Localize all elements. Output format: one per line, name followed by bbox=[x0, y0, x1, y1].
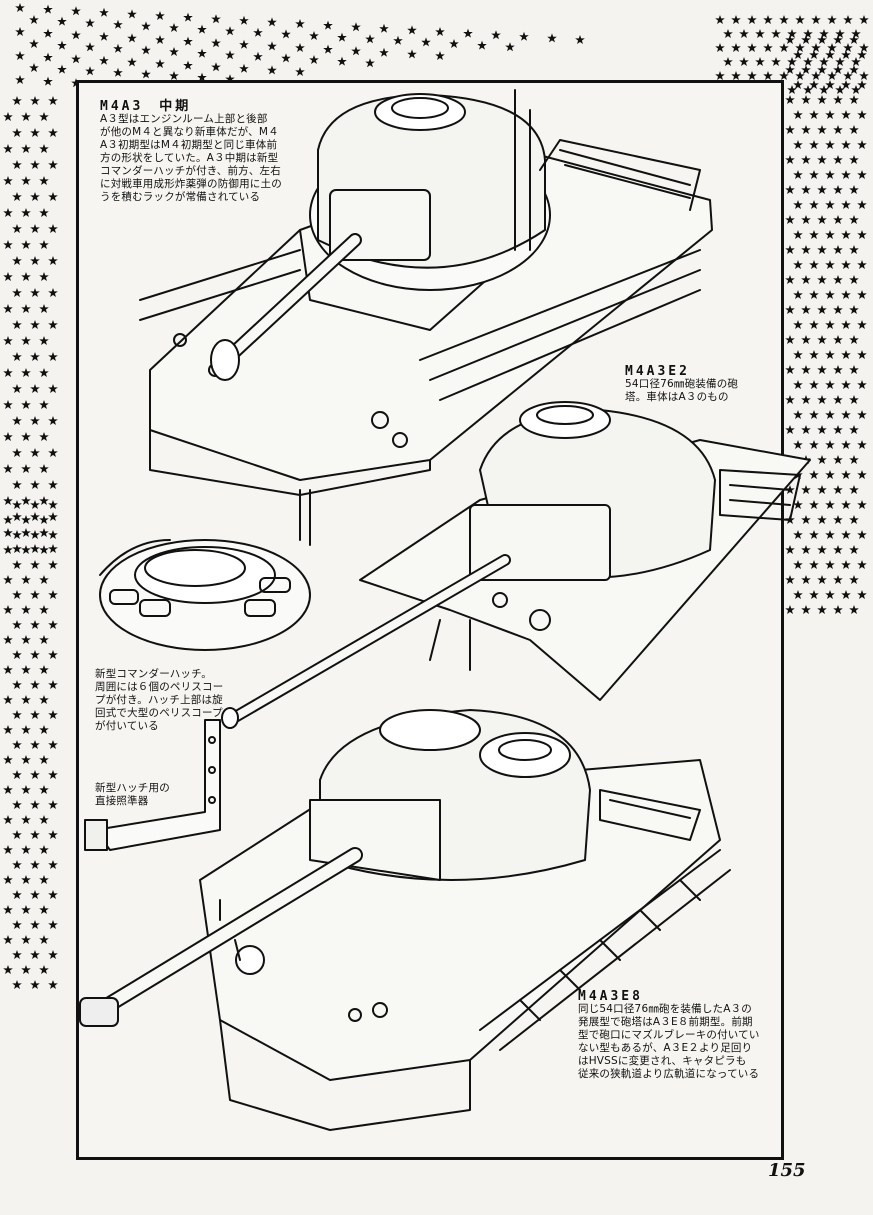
sight-line: 新型ハッチ用の bbox=[95, 782, 170, 794]
m4a3e8-line: 型で砲口にマズルブレーキの付いてい bbox=[578, 1029, 760, 1041]
sight-line: 直接照準器 bbox=[95, 795, 149, 807]
m4a3e8-caption: M4A3E8 同じ54口径76㎜砲を装備したA３の 発展型で砲塔はA３E８前期型… bbox=[578, 990, 778, 1081]
m4a3e2-tank-drawing bbox=[221, 401, 811, 729]
hatch-caption: 新型コマンダーハッチ。 周囲には６個のペリスコー プが付き。ハッチ上部は旋 回式… bbox=[95, 668, 245, 733]
m4a3e8-line: 同じ54口径76㎜砲を装備したA３の bbox=[578, 1003, 753, 1015]
m4a3e8-title: M4A3E8 bbox=[578, 989, 643, 1004]
m4a3-line: A３初期型はM４初期型と同じ車体前 bbox=[100, 139, 278, 151]
m4a3e2-caption: M4A3E2 54口径76㎜砲装備の砲 塔。車体はA３のもの bbox=[625, 365, 775, 404]
m4a3-line: が他のM４と異なり新車体だが、M４ bbox=[100, 126, 279, 138]
hatch-line: 周囲には６個のペリスコー bbox=[95, 681, 224, 693]
hatch-line: 新型コマンダーハッチ。 bbox=[95, 668, 212, 680]
m4a3e8-tank-drawing bbox=[79, 709, 731, 1131]
m4a3-tank-drawing bbox=[139, 89, 713, 546]
hatch-line: プが付き。ハッチ上部は旋 bbox=[95, 694, 223, 706]
m4a3-line: コマンダーハッチが付き、前方、左右 bbox=[100, 165, 281, 177]
m4a3e8-line: ない型もあるが、A３E２より足回り bbox=[578, 1042, 753, 1054]
m4a3-line: うを積むラックが常備されている bbox=[100, 191, 261, 203]
direct-sight-drawing bbox=[84, 719, 221, 851]
m4a3e2-line: 塔。車体はA３のもの bbox=[625, 391, 729, 403]
sight-caption: 新型ハッチ用の 直接照準器 bbox=[95, 782, 205, 808]
m4a3e2-line: 54口径76㎜砲装備の砲 bbox=[625, 378, 739, 390]
m4a3e2-title: M4A3E2 bbox=[625, 364, 690, 379]
m4a3-caption: M4A3 中期 A３型はエンジンルーム上部と後部 が他のM４と異なり新車体だが、… bbox=[100, 100, 290, 204]
page-number: 155 bbox=[768, 1160, 806, 1181]
m4a3-line: に対戦車用成形炸薬弾の防御用に土の bbox=[100, 178, 282, 190]
m4a3e8-line: 従来の狭軌道より広軌道になっている bbox=[578, 1068, 760, 1080]
hatch-line: が付いている bbox=[95, 720, 159, 732]
m4a3-line: A３型はエンジンルーム上部と後部 bbox=[100, 113, 268, 125]
hatch-line: 回式で大型のペリスコープ bbox=[95, 707, 223, 719]
m4a3e8-line: はHVSSに変更され、キャタピラも bbox=[578, 1055, 747, 1067]
m4a3e8-line: 発展型で砲塔はA３E８前期型。前期 bbox=[578, 1016, 753, 1028]
m4a3-title: M4A3 中期 bbox=[100, 99, 192, 114]
m4a3-line: 方の形状をしていた。A３中期は新型 bbox=[100, 152, 279, 164]
commander-hatch-drawing bbox=[99, 539, 311, 651]
